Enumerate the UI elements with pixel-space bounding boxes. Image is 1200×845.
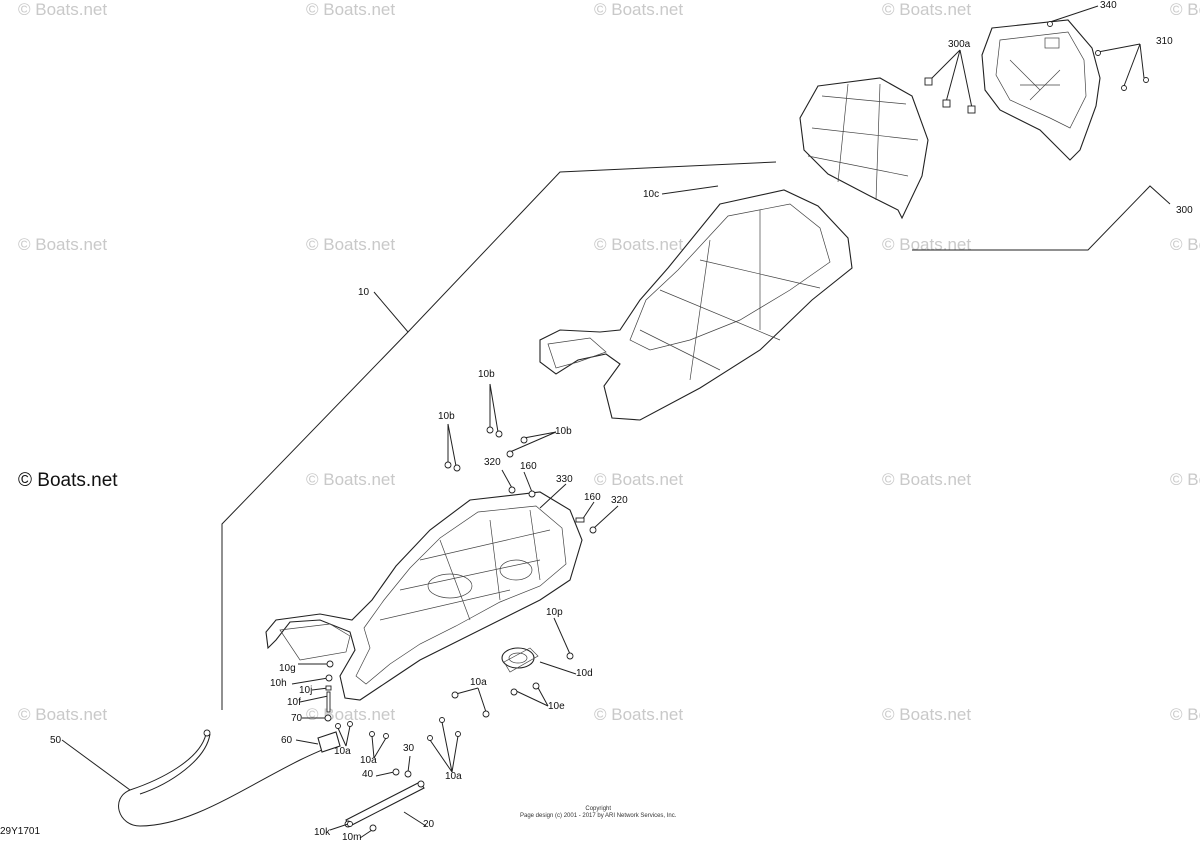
leader-lines [61,5,1171,839]
callout-label: 10e [548,701,565,712]
callout-label: 320 [484,457,501,468]
callout-label: 60 [281,735,293,746]
callout-label: 320 [611,495,628,506]
callout-label: 40 [362,769,374,780]
speaker [501,647,539,673]
callout-label: 160 [520,461,537,472]
watermark: © Boats.net [882,705,972,724]
fasteners [324,21,1149,832]
callout-label: 10k [314,827,331,838]
callout-label: 10b [555,426,572,437]
callout-label: 70 [291,713,303,724]
gas-strut [344,780,425,828]
watermark: © Boats.net [882,0,972,19]
watermark: © Boats.net [306,235,396,254]
callout-label: 10g [279,663,296,674]
callout-label: 330 [556,474,573,485]
copyright-notice: Copyright Page design (c) 2001 - 2017 by… [520,806,676,820]
callout-label: 310 [1156,36,1173,47]
callout-label: 10b [438,411,455,422]
watermark: © Boats.net [306,470,396,489]
watermark: © Boats.net [18,705,108,724]
callout-label: 10a [445,771,462,782]
callout-label: 10h [270,678,287,689]
backrest-cushion [799,77,929,220]
watermark: © Boats.net [882,470,972,489]
callout-label: 10c [643,189,660,200]
seat-base [265,491,583,701]
site-watermark: © Boats.net [18,470,118,491]
callout-label: 160 [584,492,601,503]
watermark: © Boats.net [1170,705,1200,724]
callout-label: 10b [478,369,495,380]
watermark: © Boats.net [1170,470,1200,489]
callout-label: 10d [576,668,593,679]
callout-label: 10 [358,287,370,298]
copyright-line: Page design (c) 2001 - 2017 by ARI Netwo… [520,812,677,819]
watermark: © Boats.net [1170,0,1200,19]
latch-cable [118,729,335,827]
callout-label: 10j [299,685,313,696]
copyright-line: Copyright [585,806,612,812]
callout-label: 10a [470,677,487,688]
backrest-cover [981,19,1101,161]
watermark: © Boats.net [882,235,972,254]
callout-label: 340 [1100,0,1117,11]
watermark: © Boats.net [18,235,108,254]
seat-top [539,189,853,421]
callout-label: 10m [342,832,362,843]
watermark: © Boats.net [1170,235,1200,254]
callout-label: 10f [287,697,301,708]
callout-label: 300a [948,39,971,50]
callout-label: 10p [546,607,563,618]
watermark: © Boats.net [594,0,684,19]
callout-label: 50 [50,735,62,746]
callout-label: 20 [423,819,435,830]
callout-label: 30 [403,743,415,754]
watermark: © Boats.net [594,235,684,254]
watermark: © Boats.net [306,0,396,19]
watermark: © Boats.net [594,470,684,489]
watermark: © Boats.net [594,705,684,724]
watermark: © Boats.net [18,0,108,19]
callout-label: 10a [360,755,377,766]
callout-label: 300 [1176,205,1193,216]
diagram-code: 29Y1701 [0,826,41,837]
callout-label: 10a [334,746,351,757]
latch [317,731,341,753]
